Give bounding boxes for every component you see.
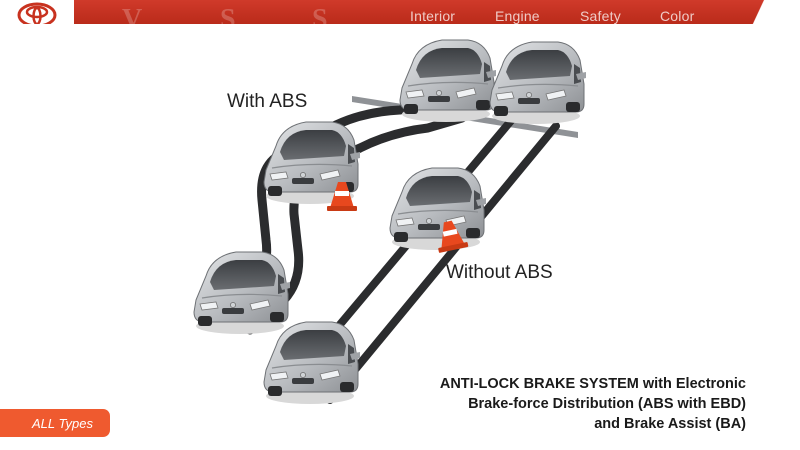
all-types-tab[interactable]: ALL Types <box>0 409 110 437</box>
nav-safety[interactable]: Safety <box>580 8 621 24</box>
car-with-abs-start <box>193 251 291 335</box>
feature-caption: ANTI-LOCK BRAKE SYSTEM with Electronic B… <box>440 374 746 434</box>
ghost-heading: S <box>312 4 328 30</box>
caption-line: and Brake Assist (BA) <box>594 416 746 432</box>
car-without-abs-start <box>263 321 361 405</box>
nav-interior[interactable]: Interior <box>410 8 456 24</box>
caption-line: ANTI-LOCK BRAKE SYSTEM with Electronic <box>439 376 746 392</box>
caption-line: Brake-force Distribution (ABS with EBD) <box>468 396 746 412</box>
car-with-abs-end <box>399 39 497 123</box>
nav-color[interactable]: Color <box>660 8 695 24</box>
with-abs-label: With ABS <box>227 91 308 112</box>
ghost-heading: S <box>220 4 236 30</box>
car-without-abs-crash <box>389 167 487 251</box>
ghost-heading: V <box>122 4 143 30</box>
without-abs-label: Without ABS <box>446 262 553 283</box>
abs-diagram <box>193 39 587 405</box>
nav-engine[interactable]: Engine <box>495 8 540 24</box>
feature-panel: With ABS Without ABS ANTI-LOCK BRAKE SYS… <box>0 24 800 450</box>
car-without-abs-end <box>489 41 587 125</box>
